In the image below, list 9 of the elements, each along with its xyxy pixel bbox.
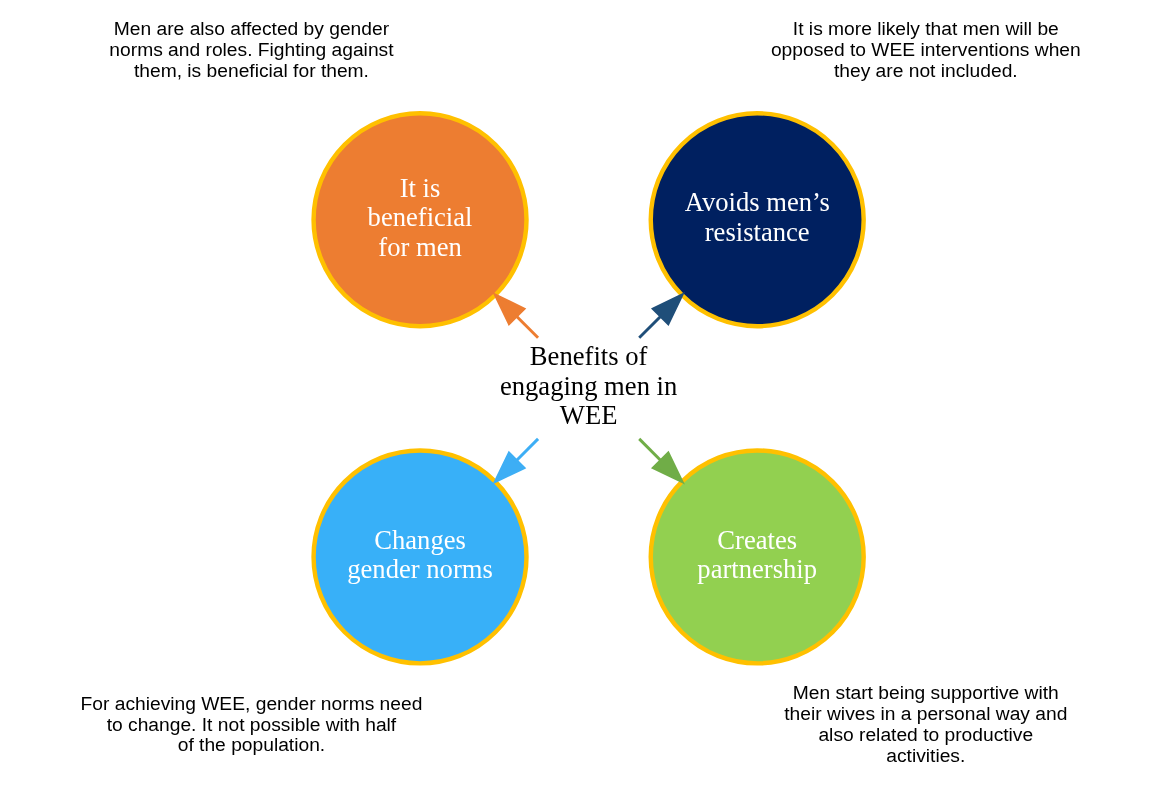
arrow	[491, 292, 539, 339]
arrow	[637, 292, 685, 339]
node-label: Men start being supportive with their wives in a personal way and also related to productive activities.	[783, 682, 1067, 766]
node-text: Benefits of engaging men in WEE	[499, 341, 677, 431]
arrow	[637, 437, 685, 485]
node-label: Men are also affected by gender norms and roles. Fighting against them, is beneficial for them.	[108, 18, 394, 81]
arrow	[491, 437, 539, 485]
node-label: It is more likely that men will be opposed to WEE interventions when they are not included.	[770, 18, 1081, 81]
node-label: For achieving WEE, gender norms need to change. It not possible with half of the population.	[80, 692, 422, 756]
